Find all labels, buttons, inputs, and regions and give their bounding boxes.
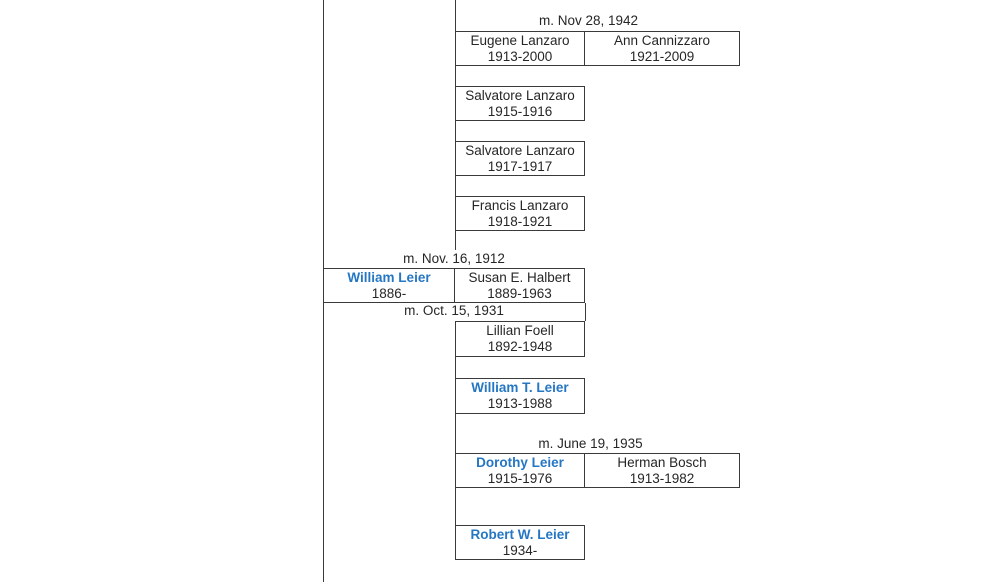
person-name-link[interactable]: William T. Leier — [471, 380, 569, 395]
person-lifespan: 1917-1917 — [487, 158, 553, 174]
marriage-label: m. Nov. 16, 1912 — [403, 251, 505, 266]
person-box-salvatore-lanzaro-1917: Salvatore Lanzaro 1917-1917 — [455, 141, 585, 176]
person-name-link[interactable]: Dorothy Leier — [476, 454, 564, 470]
person-box-salvatore-lanzaro-1915: Salvatore Lanzaro 1915-1916 — [455, 86, 585, 121]
marriage-label: m. Nov 28, 1942 — [538, 13, 639, 28]
person-name: Salvatore Lanzaro — [465, 142, 575, 158]
person-lifespan: 1913-1982 — [629, 470, 695, 486]
person-name: Eugene Lanzaro — [470, 32, 570, 48]
person-box-william-t-leier: William T. Leier 1913-1988 — [455, 378, 585, 414]
person-box-susan-e-halbert: Susan E. Halbert 1889-1963 — [454, 268, 585, 303]
person-box-dorothy-leier: Dorothy Leier 1915-1976 — [455, 453, 585, 488]
person-lifespan: 1915-1976 — [487, 470, 553, 486]
person-box-ann-cannizzaro: Ann Cannizzaro 1921-2009 — [584, 31, 740, 66]
person-box-lillian-foell: Lillian Foell 1892-1948 — [455, 321, 585, 357]
spouse-connector-segment — [585, 303, 586, 321]
descendant-spine-segment — [455, 231, 456, 250]
person-lifespan: 1886- — [371, 285, 407, 301]
descendant-spine-segment — [455, 414, 456, 453]
person-name: Ann Cannizzaro — [613, 32, 711, 48]
person-name: Herman Bosch — [617, 454, 707, 470]
person-lifespan: 1913-2000 — [487, 48, 553, 64]
person-box-francis-lanzaro: Francis Lanzaro 1918-1921 — [455, 196, 585, 231]
person-box-william-leier: William Leier 1886- — [323, 268, 455, 303]
person-lifespan: 1913-1988 — [487, 396, 553, 411]
person-name: Francis Lanzaro — [471, 197, 569, 213]
person-name: Lillian Foell — [486, 323, 554, 338]
person-box-eugene-lanzaro: Eugene Lanzaro 1913-2000 — [455, 31, 585, 66]
person-name: Susan E. Halbert — [468, 269, 571, 285]
person-lifespan: 1915-1916 — [487, 103, 553, 119]
descendant-spine-segment — [455, 488, 456, 525]
person-name-link[interactable]: Robert W. Leier — [470, 526, 570, 542]
person-lifespan: 1921-2009 — [629, 48, 695, 64]
person-lifespan: 1918-1921 — [487, 213, 553, 229]
marriage-label: m. Oct. 15, 1931 — [404, 303, 504, 318]
descendant-spine-segment — [455, 0, 456, 31]
person-lifespan: 1934- — [502, 542, 538, 558]
marriage-label: m. June 19, 1935 — [538, 436, 643, 451]
person-lifespan: 1889-1963 — [487, 285, 552, 301]
descendant-spine-segment — [455, 357, 456, 378]
descendant-spine-segment — [455, 176, 456, 196]
descendant-spine-segment — [455, 66, 456, 86]
person-name-link[interactable]: William Leier — [347, 269, 431, 285]
person-lifespan: 1892-1948 — [487, 339, 553, 354]
person-name: Salvatore Lanzaro — [465, 87, 575, 103]
person-box-herman-bosch: Herman Bosch 1913-1982 — [584, 453, 740, 488]
descendant-spine-segment — [455, 121, 456, 141]
person-box-robert-w-leier: Robert W. Leier 1934- — [455, 525, 585, 560]
